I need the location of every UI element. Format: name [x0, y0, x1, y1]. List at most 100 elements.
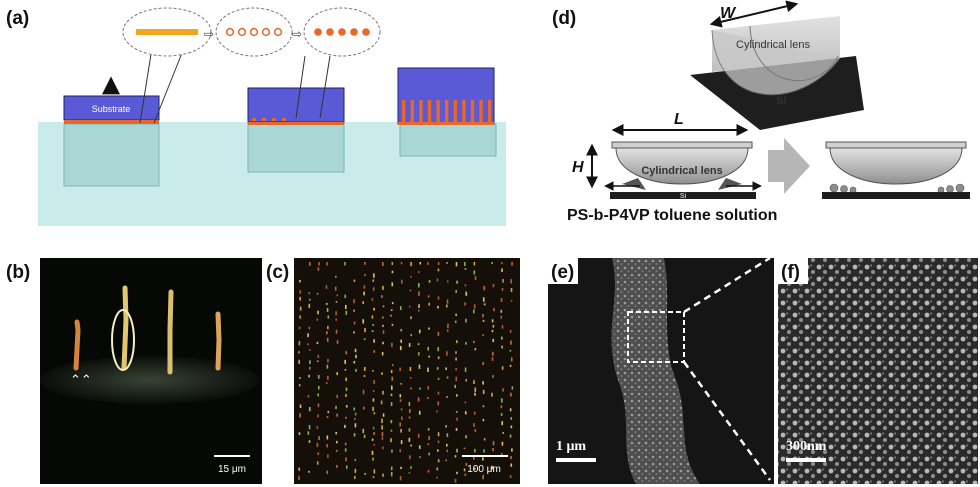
dot-mark: [464, 284, 467, 287]
dot-mark: [344, 304, 347, 310]
dot-mark: [437, 268, 440, 272]
dot-mark: [408, 401, 411, 407]
dot-mark: [510, 357, 513, 362]
dot-mark: [325, 303, 328, 305]
dot-mark: [473, 423, 475, 427]
dot-mark: [400, 383, 402, 385]
dot-mark: [362, 301, 365, 304]
dot-mark: [408, 343, 411, 347]
dot-mark: [345, 405, 348, 408]
dot-mark: [335, 318, 337, 321]
dot-mark: [316, 292, 319, 295]
dot-mark: [400, 428, 402, 433]
dot-mark: [491, 392, 493, 397]
cylindrical-lens-after: [829, 147, 963, 185]
dot-mark: [500, 297, 503, 302]
dot-mark: [390, 471, 393, 477]
dot-mark: [501, 287, 504, 291]
dot-mark: [354, 348, 357, 353]
dot-mark: [372, 426, 375, 430]
dot-mark: [510, 463, 513, 467]
dot-mark: [464, 367, 467, 372]
stripe-mark: [73, 319, 81, 371]
dot-mark: [399, 367, 401, 372]
dot-mark: [473, 455, 475, 460]
scale-bar-f: [786, 458, 826, 462]
scale-bar-e: [556, 458, 596, 462]
dot-mark: [326, 444, 328, 448]
dot-mark: [299, 290, 301, 294]
dot-mark: [345, 387, 348, 392]
dot-mark: [418, 410, 421, 415]
dot-mark: [317, 360, 319, 362]
dot-mark: [371, 330, 374, 332]
dot-mark: [325, 382, 328, 384]
dot-mark: [464, 411, 467, 415]
dot-mark: [299, 315, 301, 319]
dot-mark: [336, 372, 339, 376]
dot-mark: [381, 425, 383, 430]
dot-mark: [446, 329, 449, 332]
dot-mark: [335, 440, 338, 444]
dot-mark: [390, 314, 392, 317]
dot-mark: [399, 394, 402, 398]
dot-mark: [454, 384, 457, 389]
dot-mark: [418, 271, 420, 274]
dot-mark: [454, 455, 457, 458]
polymer-stripe: [611, 258, 700, 484]
dot-mark: [437, 305, 439, 309]
dot-mark: [428, 452, 430, 456]
dot-mark: [501, 398, 503, 403]
dot-mark: [492, 448, 494, 452]
dot-mark: [382, 285, 384, 290]
length-symbol: L: [674, 111, 684, 128]
panel-d: (d) Cylindrical lens Si W L H Cylindrica…: [552, 0, 970, 224]
dot-mark: [382, 473, 384, 477]
dip-stage-1: Substrate: [63, 7, 212, 187]
dot-mark: [372, 398, 375, 402]
dot-mark: [326, 262, 328, 266]
dot-mark: [353, 331, 355, 334]
dot-mark: [410, 262, 412, 267]
dot-mark: [483, 449, 485, 453]
dot-mark: [417, 343, 420, 346]
dot-mark: [509, 330, 512, 333]
dot-mark: [344, 442, 347, 446]
dot-mark: [327, 410, 330, 414]
dot-mark: [474, 392, 476, 396]
stripe-mark: [167, 289, 174, 375]
dot-mark: [427, 262, 429, 265]
dot-mark: [409, 289, 412, 292]
dot-mark: [373, 273, 375, 278]
dot-mark: [382, 262, 384, 267]
dot-mark: [364, 366, 366, 371]
dot-mark: [408, 472, 411, 474]
zoom-region-box: [627, 311, 685, 363]
dot-mark: [308, 367, 311, 370]
panel-label-d: (d): [552, 8, 576, 29]
panel-e: (e) 1 μm: [548, 256, 774, 484]
dot-mark: [482, 319, 485, 322]
dot-mark: [474, 428, 477, 433]
dot-mark: [326, 470, 329, 474]
dot-mark: [390, 370, 393, 373]
dot-mark: [390, 466, 393, 471]
dot-mark: [390, 419, 393, 424]
dot-mark: [345, 465, 348, 469]
dot-mark: [335, 405, 337, 410]
dot-mark: [408, 416, 411, 419]
meniscus-left: [622, 178, 646, 190]
dot-mark: [464, 268, 467, 270]
dot-mark: [381, 431, 384, 437]
dot-mark: [437, 356, 440, 360]
dot-mark: [491, 329, 494, 333]
dot-mark: [353, 279, 356, 282]
silicon-label-3d: Si: [776, 95, 786, 107]
dot-mark: [417, 352, 420, 356]
dot-mark: [463, 262, 466, 267]
dot-mark: [326, 364, 329, 369]
microscope-image-c: [294, 258, 520, 484]
dot-mark: [491, 262, 494, 265]
dot-mark: [373, 444, 376, 446]
dot-mark: [455, 262, 458, 267]
